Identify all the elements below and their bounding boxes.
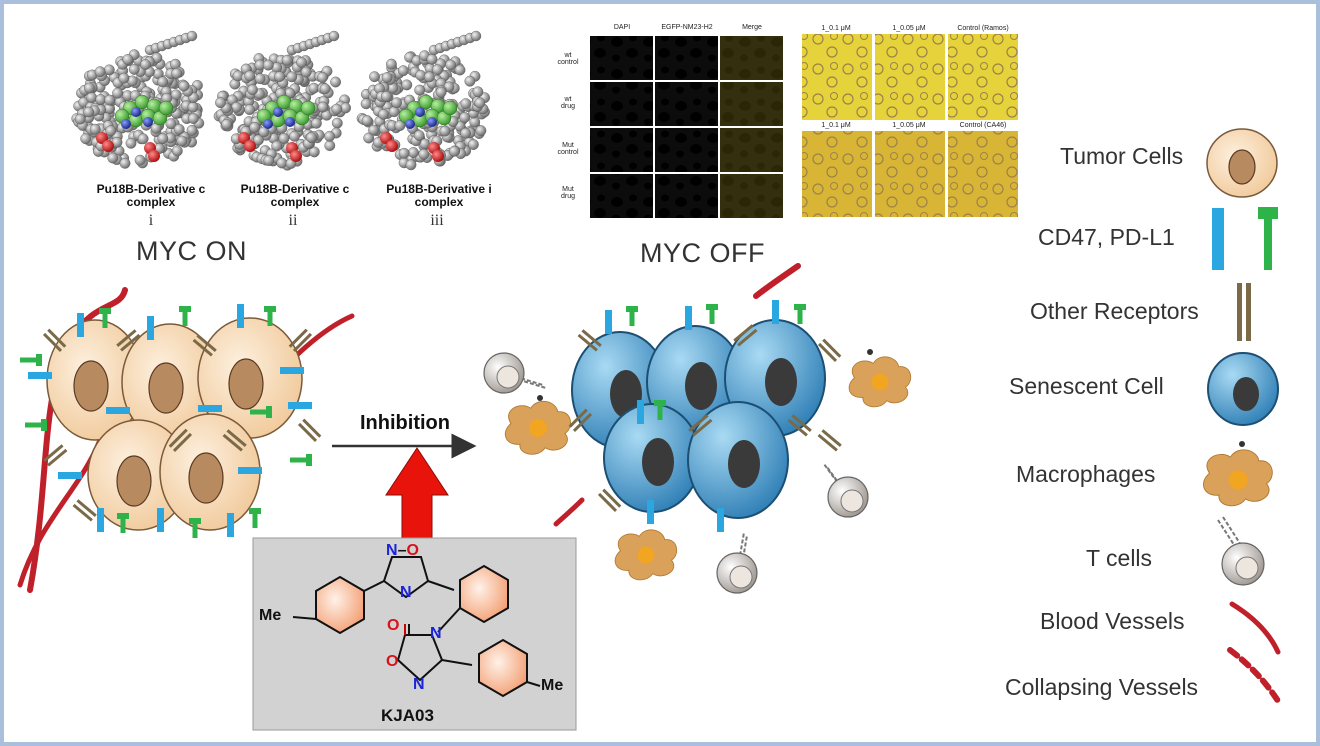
macrophage [848,356,912,408]
tumor-cluster-myc-on [17,287,355,593]
molecule-model-1 [71,30,205,169]
senescent-cell [687,401,789,519]
brightfield-image [802,34,872,120]
micro-image [655,128,718,172]
t-cell [483,352,546,394]
molecule-model-2 [213,30,351,171]
molecule-1-numeral: i [148,212,154,229]
micro-image [590,36,653,80]
senescent-cell-icon [1207,352,1279,426]
legend-label-tumor-cells: Tumor Cells [1060,143,1184,169]
legend-label-other-receptors: Other Receptors [1030,298,1199,324]
myc-off-label: MYC OFF [640,238,765,268]
other-receptor-icon [1237,283,1251,341]
micro-col-merge: Merge [742,24,762,31]
atom-n-o-top: N–O [386,542,419,559]
legend-label-macrophages: Macrophages [1016,461,1156,487]
micro-image [590,128,653,172]
micro-image [655,174,718,218]
brightfield-image [948,131,1018,217]
macrophage-icon [1203,441,1273,507]
t-cell [716,533,758,594]
blood-vessel [753,263,801,299]
brightfield-image [875,131,945,217]
legend-label-blood-vessels: Blood Vessels [1040,608,1185,634]
legend-label-collapsing-vessels: Collapsing Vessels [1005,674,1199,700]
legend-icons [1203,128,1283,707]
senescent-cell [603,403,701,513]
macrophage [614,529,678,581]
micro-col-egfp: EGFP-NM23-H2 [661,24,713,31]
micro-image [720,82,783,126]
bf-top-1: 1_0.1 μM [821,25,851,32]
fluorescence-panel [590,36,783,218]
compound-name: KJA03 [381,706,434,725]
micro-image [655,36,718,80]
molecule-model-3 [356,30,490,171]
blood-vessel [553,497,585,527]
molecule-3-numeral: iii [430,212,444,229]
myc-on-label: MYC ON [136,236,247,266]
bf-bottom-1: 1_0.1 μM [821,122,851,129]
bf-bottom-3: Control (CA46) [959,122,1007,129]
bf-top-3: Control (Ramos) [957,25,1009,32]
micro-image [655,82,718,126]
micro-image [590,82,653,126]
methyl-right: Me [541,677,564,694]
atom-o-ring: O [386,653,399,670]
molecular-models [71,30,490,171]
macrophage [504,400,571,455]
micro-image [720,36,783,80]
atom-n-bottom: N [413,676,425,693]
brightfield-image [875,34,945,120]
legend-label-senescent-cell: Senescent Cell [1009,373,1164,399]
brightfield-image [802,131,872,217]
t-cell [823,464,869,518]
molecule-2-numeral: ii [288,212,298,229]
bf-bottom-2: 1_0.05 μM [892,122,926,129]
micro-image [720,174,783,218]
brightfield-panel [802,34,1018,217]
legend-label-t-cells: T cells [1086,545,1153,571]
tumor-cell-icon [1206,128,1278,198]
atom-o-carbonyl: O [387,617,400,634]
compound-structure [252,537,577,731]
blood-vessel-icon [1229,601,1281,655]
atom-n-center: N [430,625,442,642]
senescent-cluster-myc-off [483,263,912,594]
legend-label-cd47-pdl1: CD47, PD-L1 [1038,224,1175,250]
collapsing-vessel-icon [1227,647,1283,707]
methyl-left: Me [259,607,282,624]
atom-n-ring: N [400,584,412,601]
micro-image [590,174,653,218]
brightfield-image [948,34,1018,120]
t-cell-icon [1217,516,1265,586]
receptor-icon [1212,207,1278,270]
inhibition-label: Inhibition [360,412,450,434]
tumor-cell [197,317,303,439]
bf-top-2: 1_0.05 μM [892,25,926,32]
red-up-arrow [385,447,449,541]
micro-image [720,128,783,172]
micro-col-dapi: DAPI [613,24,631,31]
